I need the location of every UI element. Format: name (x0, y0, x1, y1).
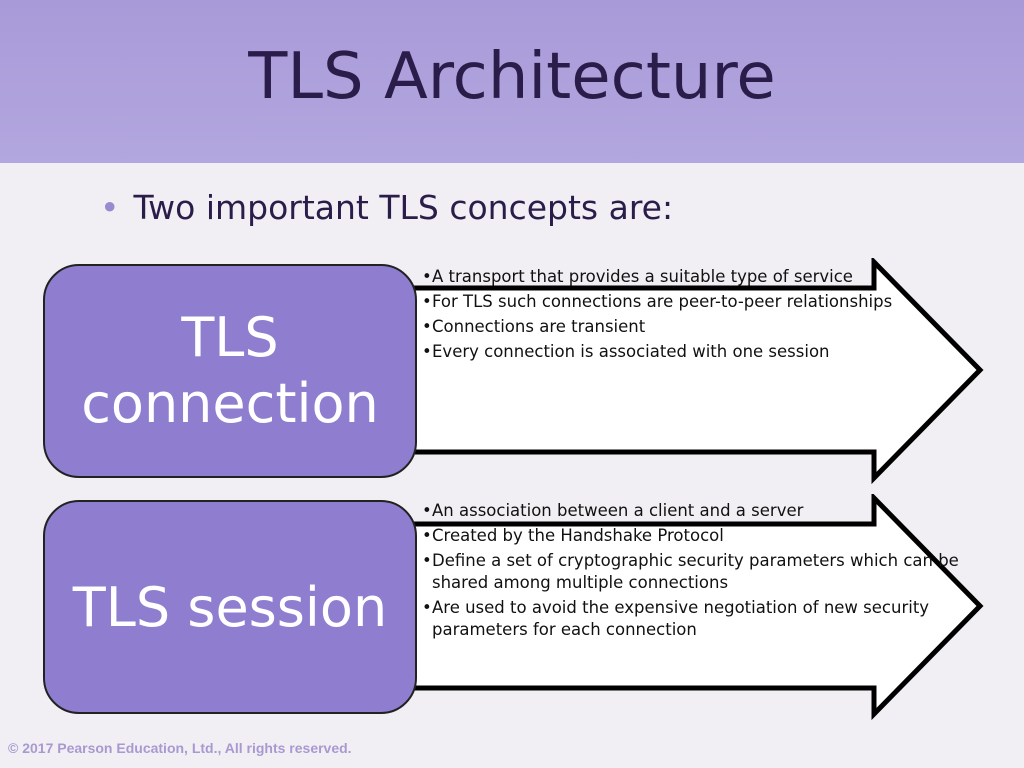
list-item: Define a set of cryptographic security p… (422, 550, 982, 594)
bullet-icon: • (100, 188, 120, 227)
list-item: An association between a client and a se… (422, 500, 982, 522)
lead-bullet-text: Two important TLS concepts are: (133, 188, 674, 227)
tls-session-label: TLS session (72, 575, 388, 639)
connection-bullets: A transport that provides a suitable typ… (422, 264, 942, 364)
session-bullets: An association between a client and a se… (422, 500, 982, 644)
list-item: Created by the Handshake Protocol (422, 525, 982, 547)
tls-connection-label-line1: TLS (181, 306, 279, 369)
list-item: For TLS such connections are peer-to-pee… (422, 289, 942, 314)
list-item: Are used to avoid the expensive negotiat… (422, 597, 982, 641)
slide-title: TLS Architecture (248, 40, 776, 114)
title-band (0, 0, 1024, 163)
tls-session-box: TLS session (43, 500, 417, 714)
copyright-footer: © 2017 Pearson Education, Ltd., All righ… (8, 740, 352, 756)
list-item: A transport that provides a suitable typ… (422, 264, 942, 289)
tls-connection-box: TLS connection (43, 264, 417, 478)
lead-bullet: • Two important TLS concepts are: (100, 188, 673, 227)
tls-connection-label-line2: connection (81, 372, 379, 435)
list-item: Connections are transient (422, 314, 942, 339)
list-item: Every connection is associated with one … (422, 339, 942, 364)
